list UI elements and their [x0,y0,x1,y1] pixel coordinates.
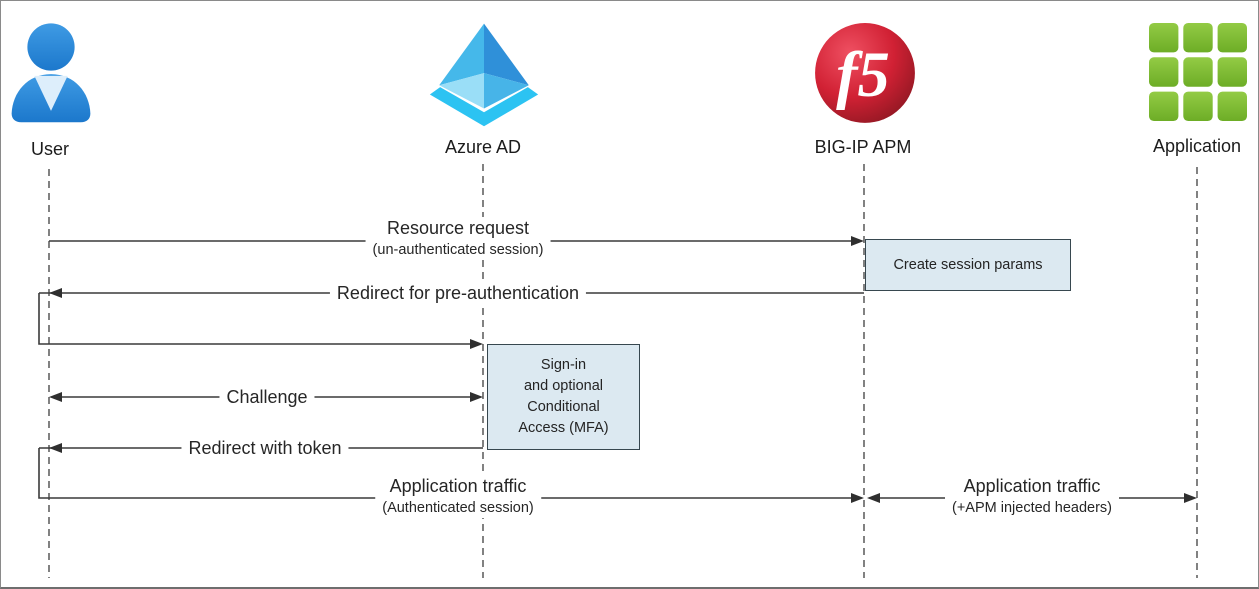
f5-ball-icon: f5 [815,23,915,123]
sign-in-line-4: Access (MFA) [518,420,609,436]
create-session-params-label: Create session params [893,256,1043,273]
arrowhead-left-user-447 [49,443,62,453]
actor-label-application: Application [1152,136,1242,156]
arrowhead-right-azure-396 [470,392,483,402]
arrowhead-right-azure-343 [470,339,483,349]
create-session-params-box: Create session params [865,239,1071,291]
msg-resource-request-sublabel: (un-authenticated session) [372,242,544,258]
azure-face-bottom-right [484,73,529,109]
actor-label-user: User [30,139,70,159]
msg-app-traffic-user-label: Application traffic [389,476,527,496]
arrowhead-right-bigip-497 [851,493,864,503]
msg-challenge: Challenge [219,386,315,409]
f5-sphere [815,23,915,123]
app-grid-icon [1149,23,1247,121]
msg-app-traffic-app-sublabel: (+APM injected headers) [952,500,1112,516]
msg-app-traffic-app-label: Application traffic [963,476,1101,496]
msg-redirect-preauth-label: Redirect for pre-authentication [336,283,580,303]
actor-label-azure-ad: Azure AD [444,137,522,157]
lifelines [48,164,1198,578]
f5-logo-text: f5 [836,39,890,110]
sign-in-line-2: and optional [523,378,603,394]
msg-redirect-token-label: Redirect with token [188,438,342,458]
azure-ad-pyramid-icon [429,23,539,127]
app-grid-squares [1149,23,1247,121]
arrowhead-left-user-396 [49,392,62,402]
actor-label-bigip-apm: BIG-IP APM [814,137,912,157]
user-head [27,23,75,71]
arrowhead-right-app-497 [1184,493,1197,503]
msg-app-traffic-user-sublabel: (Authenticated session) [382,500,534,516]
msg-app-traffic-user: Application traffic (Authenticated sessi… [375,475,541,518]
msg-challenge-label: Challenge [226,387,308,407]
user-person-icon [11,23,91,123]
arrowhead-left-user-292 [49,288,62,298]
user-vneck [34,75,68,111]
msg-redirect-token: Redirect with token [181,437,349,460]
sign-in-line-3: Conditional [527,399,600,415]
msg-resource-request: Resource request (un-authenticated sessi… [365,217,551,260]
msg-app-traffic-app: Application traffic (+APM injected heade… [945,475,1119,518]
msg-resource-request-label: Resource request [386,218,530,238]
elbow-user-app-traffic [38,448,853,499]
azure-base-chevron [429,87,539,127]
elbow-user-to-azure [38,293,472,345]
sign-in-line-1: Sign-in [540,357,587,373]
azure-face-bottom-left [439,73,484,109]
arrowheads [49,236,1197,503]
sign-in-box: Sign-in and optional Conditional Access … [487,344,640,450]
arrowhead-right-bigip-240 [851,236,864,246]
arrowhead-left-bigip-497 [867,493,880,503]
msg-redirect-preauth: Redirect for pre-authentication [329,282,587,305]
